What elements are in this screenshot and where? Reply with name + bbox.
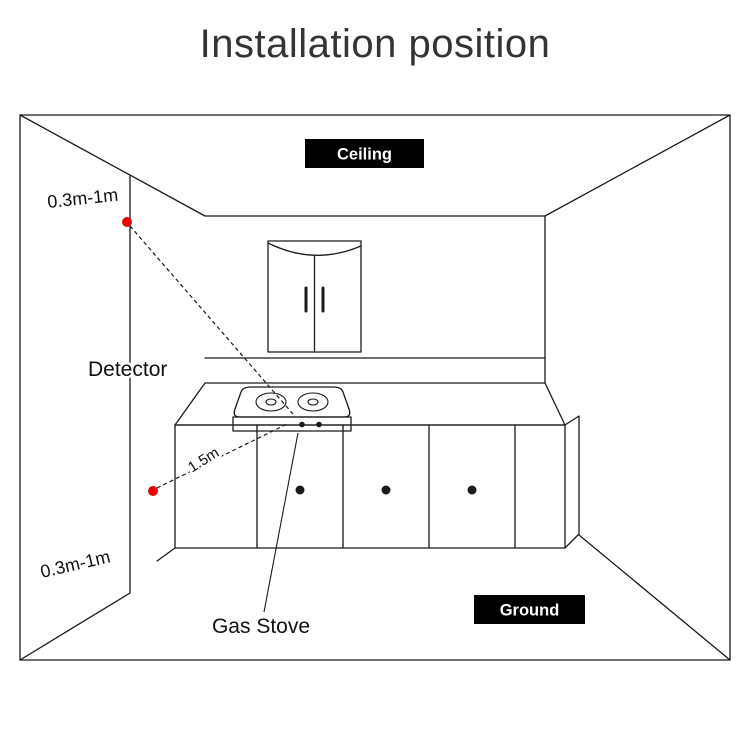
ceiling-badge-label: Ceiling bbox=[337, 146, 392, 164]
counter-door-handle-3 bbox=[467, 485, 477, 495]
room-outer-frame bbox=[19, 114, 731, 661]
counter-right-side-panel bbox=[564, 415, 580, 549]
floor-edge-right bbox=[578, 534, 731, 661]
floor-edge-left bbox=[19, 592, 131, 661]
distance-line-bottom bbox=[156, 423, 288, 489]
ceiling-badge-box bbox=[305, 139, 424, 168]
room-outline bbox=[19, 114, 731, 661]
gas-stove bbox=[232, 386, 352, 432]
page-title: Installation position bbox=[199, 22, 551, 66]
detector-dot-bottom bbox=[148, 486, 158, 496]
detector-dot-top bbox=[122, 217, 132, 227]
wall-cabinet bbox=[267, 240, 362, 353]
kitchen-counter bbox=[156, 382, 580, 562]
stove-burner-right-center bbox=[307, 398, 319, 406]
stove-burner-right bbox=[297, 392, 329, 412]
stove-knob-right bbox=[316, 421, 322, 428]
counter-floor-edge-left bbox=[156, 547, 176, 562]
detector-label: Detector bbox=[88, 358, 167, 381]
detector-markers bbox=[122, 217, 294, 496]
gas-stove-label: Gas Stove bbox=[212, 615, 310, 638]
gas-stove-pointer-line bbox=[263, 432, 299, 613]
ground-badge-box bbox=[474, 595, 585, 624]
ceiling-badge: Ceiling bbox=[305, 139, 424, 168]
range-label-top: 0.3m-1m bbox=[46, 185, 119, 212]
counter-door-dividers bbox=[256, 424, 516, 549]
stove-distance-label: 1.5m bbox=[185, 444, 222, 476]
stove-knob-left bbox=[299, 421, 305, 428]
ground-badge-label: Ground bbox=[500, 602, 560, 620]
counter-front-face bbox=[174, 424, 566, 549]
stove-burner-left bbox=[255, 392, 287, 412]
wall-cabinet-handles bbox=[304, 286, 325, 313]
ceiling-edge-left bbox=[19, 114, 206, 217]
stove-burner-left-center bbox=[265, 398, 277, 406]
wall-cabinet-top-curve bbox=[267, 242, 362, 256]
counter-door-handle-1 bbox=[295, 485, 305, 495]
ceiling-edge-right bbox=[544, 114, 731, 217]
stove-front-face bbox=[232, 416, 352, 432]
counter-door-handle-2 bbox=[381, 485, 391, 495]
range-label-bottom: 0.3m-1m bbox=[38, 546, 112, 581]
ground-badge: Ground bbox=[474, 595, 585, 624]
